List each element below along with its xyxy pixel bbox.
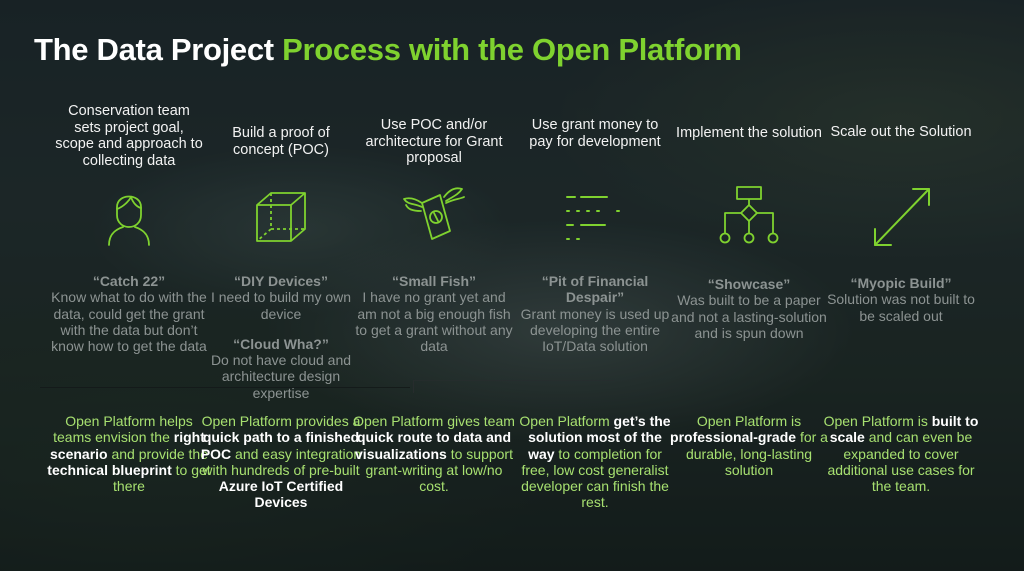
process-step-3: Use POC and/or architecture for Grant pr… (353, 0, 515, 571)
problem-text: “Catch 22” Know what to do with the data… (49, 273, 209, 354)
solution-seg: to completion for free, low cost general… (521, 445, 669, 511)
step-heading: Scale out the Solution (830, 124, 972, 140)
process-step-5: Implement the solution “Showcase” Was bu… (670, 0, 828, 571)
problem-title: “Myopic Build” (850, 275, 952, 291)
problem-body: Solution was not built to be scaled out (827, 291, 975, 324)
solution-seg: for a durable, long-lasting solution (685, 429, 828, 478)
solution-seg: Open Platform is (696, 413, 802, 429)
solution-seg: Open Platform is (823, 413, 932, 429)
solution-text: Open Platform helps teams envision the r… (47, 413, 211, 494)
solution-seg-bold: professional-grade (670, 429, 797, 446)
problem-body: I have no grant yet and am not a big eno… (355, 289, 513, 355)
solution-text: Open Platform is professional-grade for … (667, 413, 831, 478)
solution-text: Open Platform is built to scale and can … (819, 413, 983, 494)
problem-text: “Pit of Financial Despair” Grant money i… (515, 273, 675, 354)
solution-seg: and easy integration with hundreds of pr… (202, 445, 362, 478)
problem-title: “Catch 22” (92, 273, 166, 289)
code-lines-icon (561, 183, 629, 251)
problem-title-2: “Cloud Wha?” (233, 335, 329, 352)
step-heading: Build a proof of concept (POC) (232, 125, 330, 158)
solution-text: Open Platform get’s the solution most of… (513, 413, 677, 511)
problem-body: Grant money is used up developing the en… (520, 305, 670, 355)
problem-title: “DIY Devices” (234, 273, 328, 289)
title-part-green: Process with the Open Platform (282, 32, 742, 67)
solution-seg: Open Platform helps teams envision the (53, 413, 193, 446)
step-heading: Implement the solution (676, 125, 822, 141)
solution-seg-bold: right scenario (50, 429, 205, 462)
problem-text: “Showcase” Was built to be a paper and n… (669, 276, 829, 341)
cube-icon (247, 183, 315, 251)
flying-money-icon (400, 183, 468, 251)
solution-seg: Open Platform (519, 413, 614, 429)
solution-seg: Open Platform provides a (201, 413, 361, 429)
solution-text: Open Platform gives team quick route to … (352, 413, 516, 494)
process-step-4: Use grant money to pay for development “… (519, 0, 671, 571)
solution-seg-bold: quick route to data and visualizations (355, 429, 511, 462)
process-step-1: Conservation team sets project goal, sco… (47, 0, 210, 571)
solution-seg: and can even be expanded to cover additi… (827, 429, 975, 495)
resize-arrow-icon (867, 183, 935, 251)
title-part-white: The Data Project (34, 32, 283, 67)
problem-text: “Myopic Build” Solution was not built to… (821, 275, 981, 324)
page-title: The Data Project Process with the Open P… (34, 32, 742, 68)
solution-seg: and provide the (107, 445, 208, 462)
solution-seg: to support grant-writing at low/no cost. (365, 445, 513, 495)
problem-title: “Showcase” (707, 276, 791, 292)
solution-seg-bold: quick path to a finished POC (200, 429, 360, 462)
problem-body: Know what to do with the data, could get… (51, 289, 207, 355)
problem-title: “Small Fish” (391, 273, 477, 289)
step-heading: Use POC and/or architecture for Grant pr… (365, 117, 503, 166)
flowchart-icon (715, 183, 783, 251)
process-step-6: Scale out the Solution “Myopic Build” So… (824, 0, 979, 571)
solution-seg-bold: Azure IoT Certified Devices (218, 478, 344, 511)
timeline-divider-step (413, 380, 614, 393)
step-heading: Conservation team sets project goal, sco… (55, 103, 203, 169)
problem-body-2: Do not have cloud and architecture desig… (210, 352, 352, 401)
problem-body: I need to build my own device (210, 289, 352, 322)
solution-seg: to get there (113, 461, 211, 495)
solution-seg-bold: technical blueprint (47, 461, 172, 478)
process-step-2: Build a proof of concept (POC) “DIY Devi… (201, 0, 361, 571)
problem-body: Was built to be a paper and not a lastin… (671, 292, 827, 341)
problem-text: “Small Fish” I have no grant yet and am … (354, 273, 514, 354)
solution-seg: Open Platform gives team (353, 413, 515, 429)
timeline-divider (40, 387, 410, 388)
solution-seg-bold: built to scale (829, 413, 979, 446)
problem-title: “Pit of Financial Despair” (541, 273, 649, 306)
problem-text: “DIY Devices” I need to build my own dev… (201, 273, 361, 401)
person-icon (95, 183, 163, 251)
solution-text: Open Platform provides a quick path to a… (199, 413, 363, 511)
solution-seg-bold: get’s the solution most of the way (528, 413, 671, 462)
step-heading: Use grant money to pay for development (529, 117, 661, 150)
